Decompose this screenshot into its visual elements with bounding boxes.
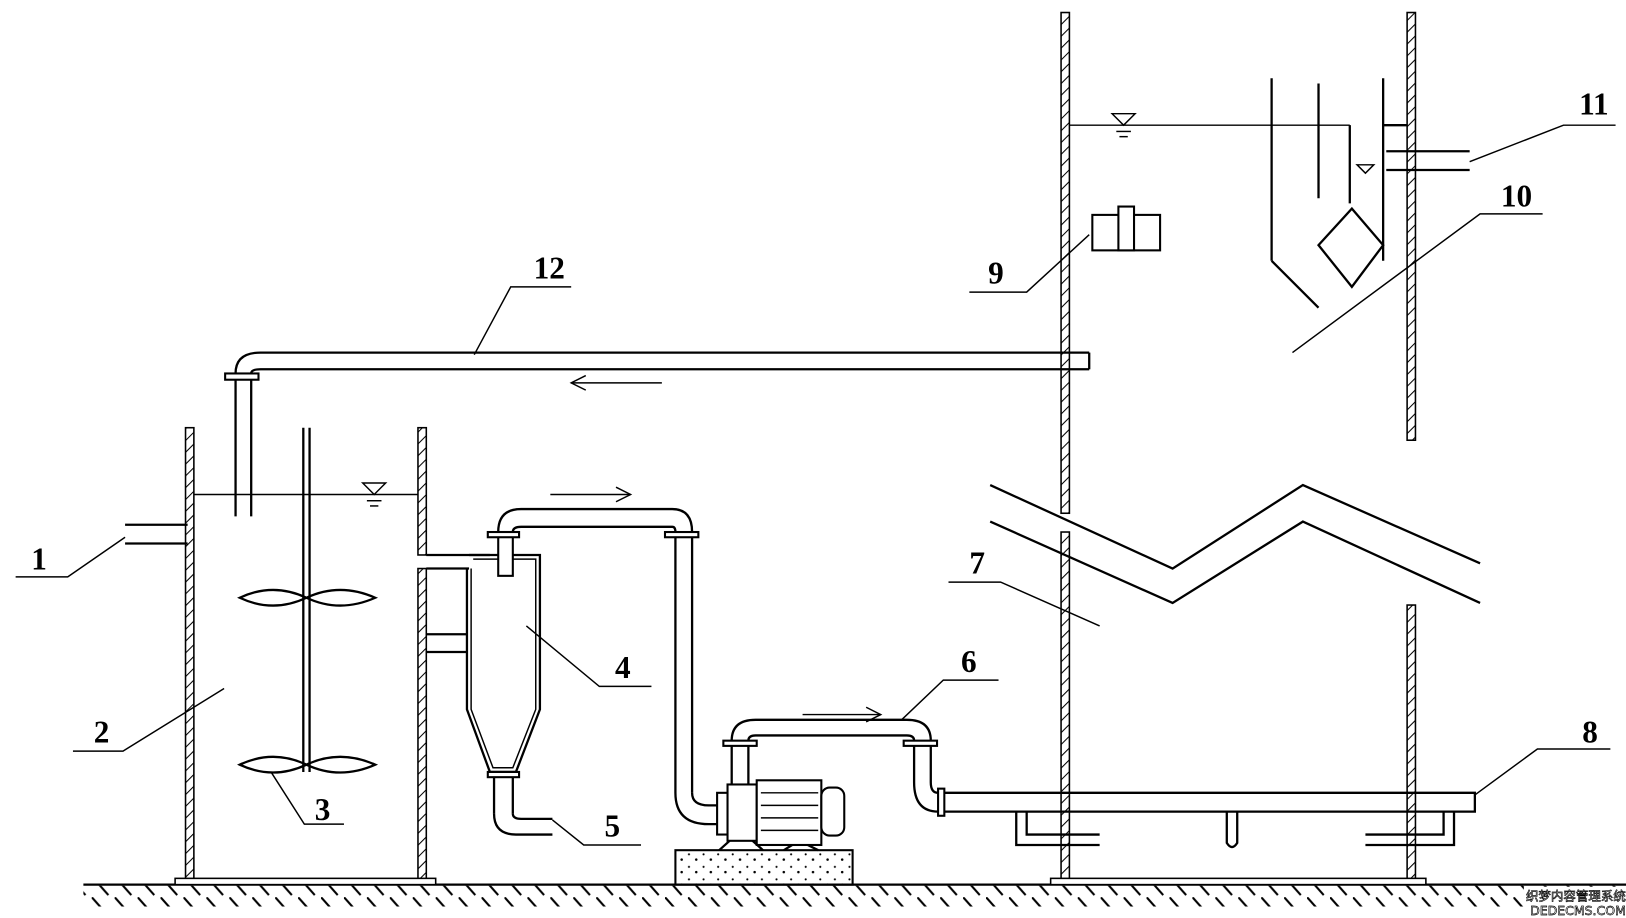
outlet-pipe bbox=[1386, 150, 1470, 172]
water-level-icon bbox=[1110, 112, 1137, 138]
distributor-pipe bbox=[937, 787, 1477, 849]
flow-arrow-left-icon bbox=[569, 374, 662, 391]
label-7: 7 bbox=[969, 546, 985, 581]
label-8: 8 bbox=[1582, 715, 1598, 750]
stirrer bbox=[237, 427, 379, 774]
watermark-line2: DEDECMS.COM bbox=[1530, 903, 1626, 918]
label-9: 9 bbox=[988, 256, 1004, 291]
packing-module bbox=[1091, 205, 1162, 252]
water-level-icon bbox=[360, 482, 388, 507]
flow-arrow-right-icon bbox=[550, 486, 633, 503]
discharge-pipe bbox=[722, 718, 939, 813]
label-11: 11 bbox=[1579, 87, 1609, 122]
watermark-line1: 织梦内容管理系统 bbox=[1526, 888, 1626, 903]
label-6: 6 bbox=[961, 644, 977, 679]
suction-pipe bbox=[497, 507, 720, 826]
flow-arrow-right-icon bbox=[802, 706, 883, 723]
label-3: 3 bbox=[315, 792, 331, 827]
reactor-tower bbox=[989, 11, 1481, 886]
pump bbox=[674, 779, 854, 886]
cyclone-separator bbox=[426, 530, 553, 836]
label-10: 10 bbox=[1501, 179, 1532, 214]
label-2: 2 bbox=[94, 715, 110, 750]
callout-labels: 1 2 3 4 5 6 7 8 9 10 11 12 bbox=[15, 87, 1616, 846]
three-phase-separator bbox=[1270, 78, 1408, 309]
mixing-tank bbox=[174, 426, 490, 886]
label-12: 12 bbox=[534, 251, 565, 286]
label-5: 5 bbox=[605, 809, 621, 844]
inlet-pipe bbox=[125, 523, 188, 545]
return-pipe bbox=[224, 351, 1091, 517]
ground bbox=[83, 883, 1626, 907]
label-1: 1 bbox=[31, 542, 47, 577]
label-4: 4 bbox=[615, 650, 631, 685]
watermark: 织梦内容管理系统 DEDECMS.COM bbox=[1523, 886, 1626, 918]
